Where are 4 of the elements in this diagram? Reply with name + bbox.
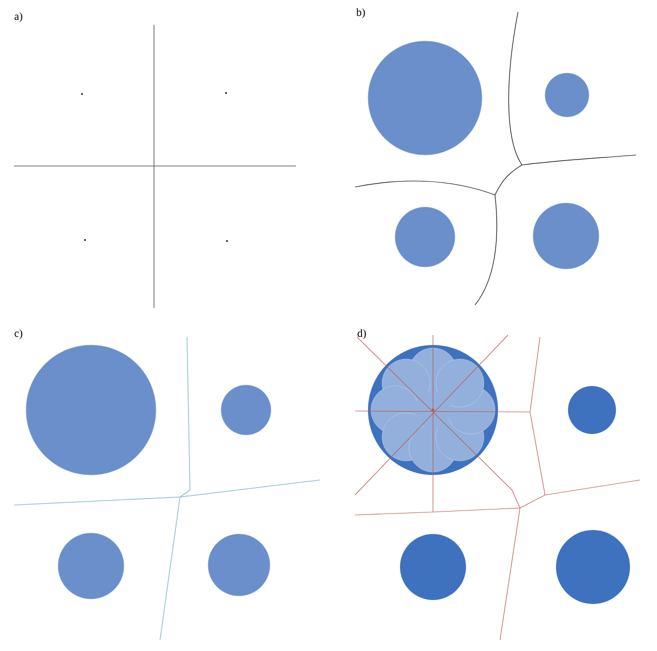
panel-label: a) [14, 12, 22, 22]
panel-label: d) [358, 329, 366, 340]
panel-label: c) [14, 329, 22, 340]
panel-label: b) [356, 8, 365, 18]
